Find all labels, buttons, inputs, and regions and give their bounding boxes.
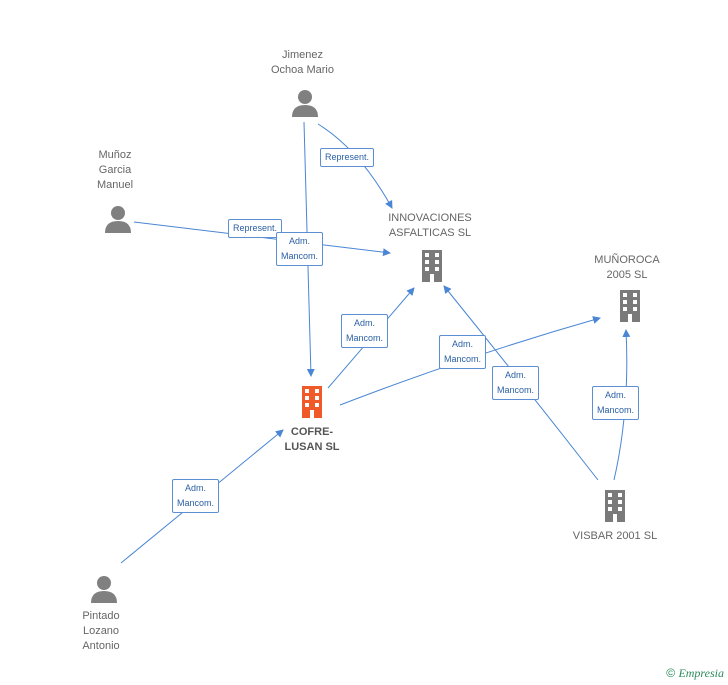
edge-label-adm-mancom[interactable]: Adm. Mancom. <box>492 366 540 400</box>
edge-label-represent[interactable]: Represent. <box>228 219 283 238</box>
edge-label-adm-mancom[interactable]: Adm. Mancom. <box>172 479 220 513</box>
edge-label-adm-mancom[interactable]: Adm. Mancom. <box>592 386 640 420</box>
node-label-innovaciones[interactable]: INNOVACIONES ASFALTICAS SL <box>388 212 472 239</box>
edge-label-represent[interactable]: Represent. <box>320 148 375 167</box>
building-icon[interactable] <box>417 248 447 284</box>
person-icon[interactable] <box>290 88 320 118</box>
brand-logo: Empresia <box>678 666 724 680</box>
building-icon-focus[interactable] <box>297 384 327 420</box>
node-label-munoz[interactable]: Muñoz Garcia Manuel <box>96 149 134 191</box>
node-label-munoroca[interactable]: MUÑOROCA 2005 SL <box>594 254 660 281</box>
edge-label-adm-mancom[interactable]: Adm. Mancom. <box>276 232 324 266</box>
node-label-visbar[interactable]: VISBAR 2001 SL <box>572 530 658 542</box>
edge-label-adm-mancom[interactable]: Adm. Mancom. <box>439 335 487 369</box>
node-label-pintado[interactable]: Pintado Lozano Antonio <box>82 610 120 652</box>
node-label-cofre[interactable]: COFRE- LUSAN SL <box>284 426 340 453</box>
building-icon[interactable] <box>615 288 645 324</box>
node-label-jimenez[interactable]: Jimenez Ochoa Mario <box>271 49 334 76</box>
person-icon[interactable] <box>89 574 119 604</box>
copyright-symbol: © <box>666 666 676 680</box>
footer-brand[interactable]: © Empresia <box>666 666 724 681</box>
building-icon[interactable] <box>600 488 630 524</box>
person-icon[interactable] <box>103 204 133 234</box>
edge-label-adm-mancom[interactable]: Adm. Mancom. <box>341 314 389 348</box>
